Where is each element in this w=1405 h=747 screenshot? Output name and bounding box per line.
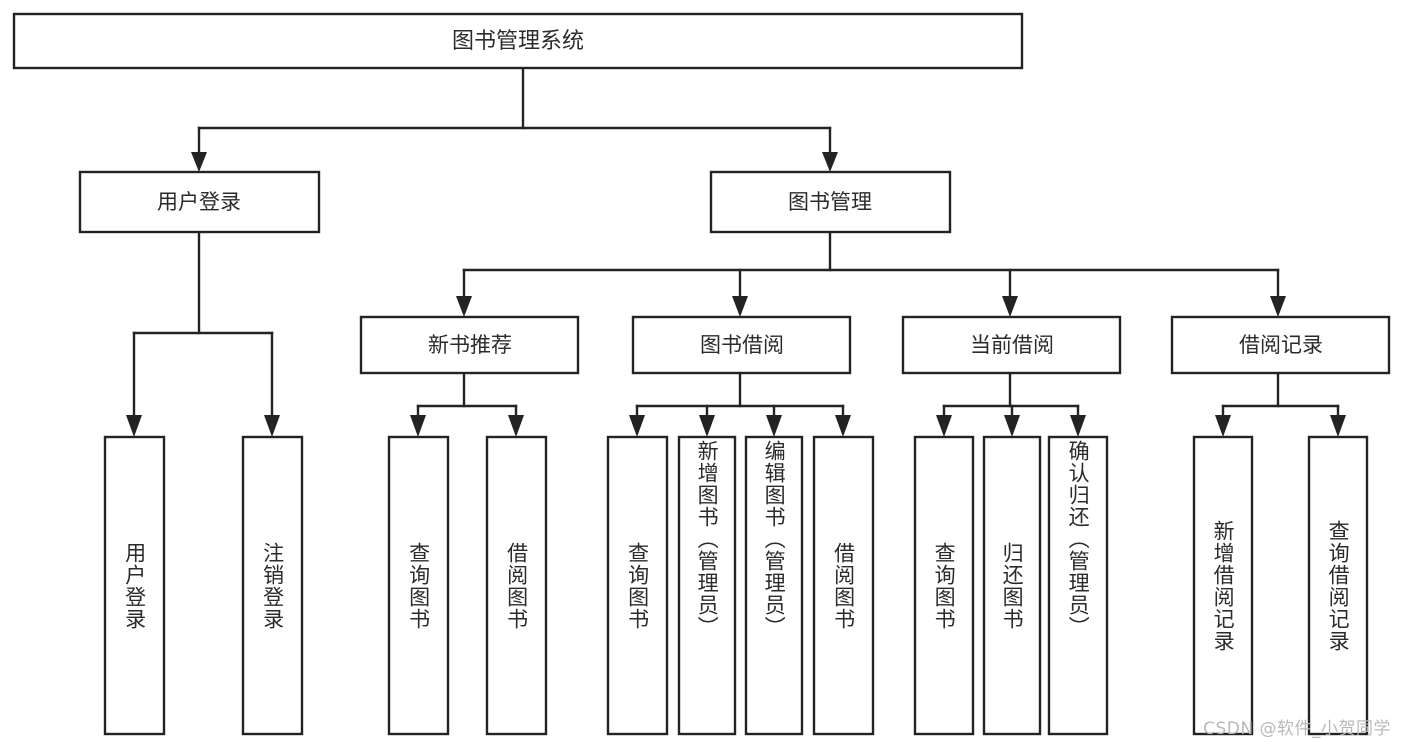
arrowhead-leaf-user-login xyxy=(126,415,142,437)
csdn-watermark: CSDN @软件_小贺同学 xyxy=(1203,719,1391,739)
arrowhead-leaf-query-book-2 xyxy=(629,415,645,437)
node-leaf-query-book-2[interactable] xyxy=(606,435,669,736)
arrowhead-leaf-confirm-return xyxy=(1070,415,1086,437)
node-book-borrow-label: 图书借阅 xyxy=(700,333,784,357)
node-current-borrow-label: 当前借阅 xyxy=(970,333,1054,357)
arrowhead-user-login xyxy=(191,152,207,172)
node-leaf-confirm-return[interactable] xyxy=(1047,435,1109,736)
arrowhead-new-book-recommend xyxy=(456,296,472,317)
node-leaf-edit-book[interactable] xyxy=(744,435,804,736)
node-leaf-return-book[interactable] xyxy=(982,435,1042,736)
arrowhead-leaf-return-book xyxy=(1004,415,1020,437)
node-new-book-recommend-label: 新书推荐 xyxy=(428,333,512,357)
node-leaf-borrow-book-2[interactable] xyxy=(812,435,875,736)
node-borrow-record[interactable] xyxy=(1170,315,1391,375)
arrowhead-book-management xyxy=(822,152,838,172)
arrowhead-leaf-add-record xyxy=(1215,415,1231,437)
node-borrow-record-label: 借阅记录 xyxy=(1239,333,1323,357)
arrowhead-leaf-query-record xyxy=(1330,415,1346,437)
node-leaf-logout-login[interactable] xyxy=(241,435,304,736)
arrowhead-book-borrow xyxy=(732,296,748,317)
node-root-label: 图书管理系统 xyxy=(452,29,584,54)
node-user-login[interactable] xyxy=(78,170,321,234)
connector-layer xyxy=(126,66,1346,437)
node-current-borrow[interactable] xyxy=(901,315,1122,375)
arrowhead-leaf-borrow-book-1 xyxy=(508,415,524,437)
node-leaf-query-book-1[interactable] xyxy=(387,435,450,736)
node-root[interactable] xyxy=(12,12,1024,70)
node-book-management-label: 图书管理 xyxy=(788,190,872,214)
node-leaf-query-book-3[interactable] xyxy=(913,435,975,736)
node-leaf-borrow-book-1[interactable] xyxy=(485,435,548,736)
arrowhead-current-borrow xyxy=(1002,296,1018,317)
node-new-book-recommend[interactable] xyxy=(359,315,580,375)
node-book-management[interactable] xyxy=(709,170,952,234)
arrowhead-leaf-edit-book xyxy=(766,415,782,437)
node-leaf-add-book[interactable] xyxy=(677,435,737,736)
node-book-borrow[interactable] xyxy=(631,315,852,375)
node-leaf-user-login[interactable] xyxy=(103,435,166,736)
node-leaf-query-record[interactable] xyxy=(1307,435,1369,736)
arrowhead-leaf-logout-login xyxy=(264,415,280,437)
node-layer: 图书管理系统 用户登录 图书管理 新书推荐 图书借阅 当前借阅 借阅记录 xyxy=(12,12,1391,736)
arrowhead-leaf-query-book-3 xyxy=(936,415,952,437)
arrowhead-leaf-borrow-book-2 xyxy=(835,415,851,437)
arrowhead-borrow-record xyxy=(1270,296,1286,317)
arrowhead-leaf-query-book-1 xyxy=(410,415,426,437)
node-leaf-add-record[interactable] xyxy=(1192,435,1254,736)
arrowhead-leaf-add-book xyxy=(699,415,715,437)
node-user-login-label: 用户登录 xyxy=(157,190,241,214)
